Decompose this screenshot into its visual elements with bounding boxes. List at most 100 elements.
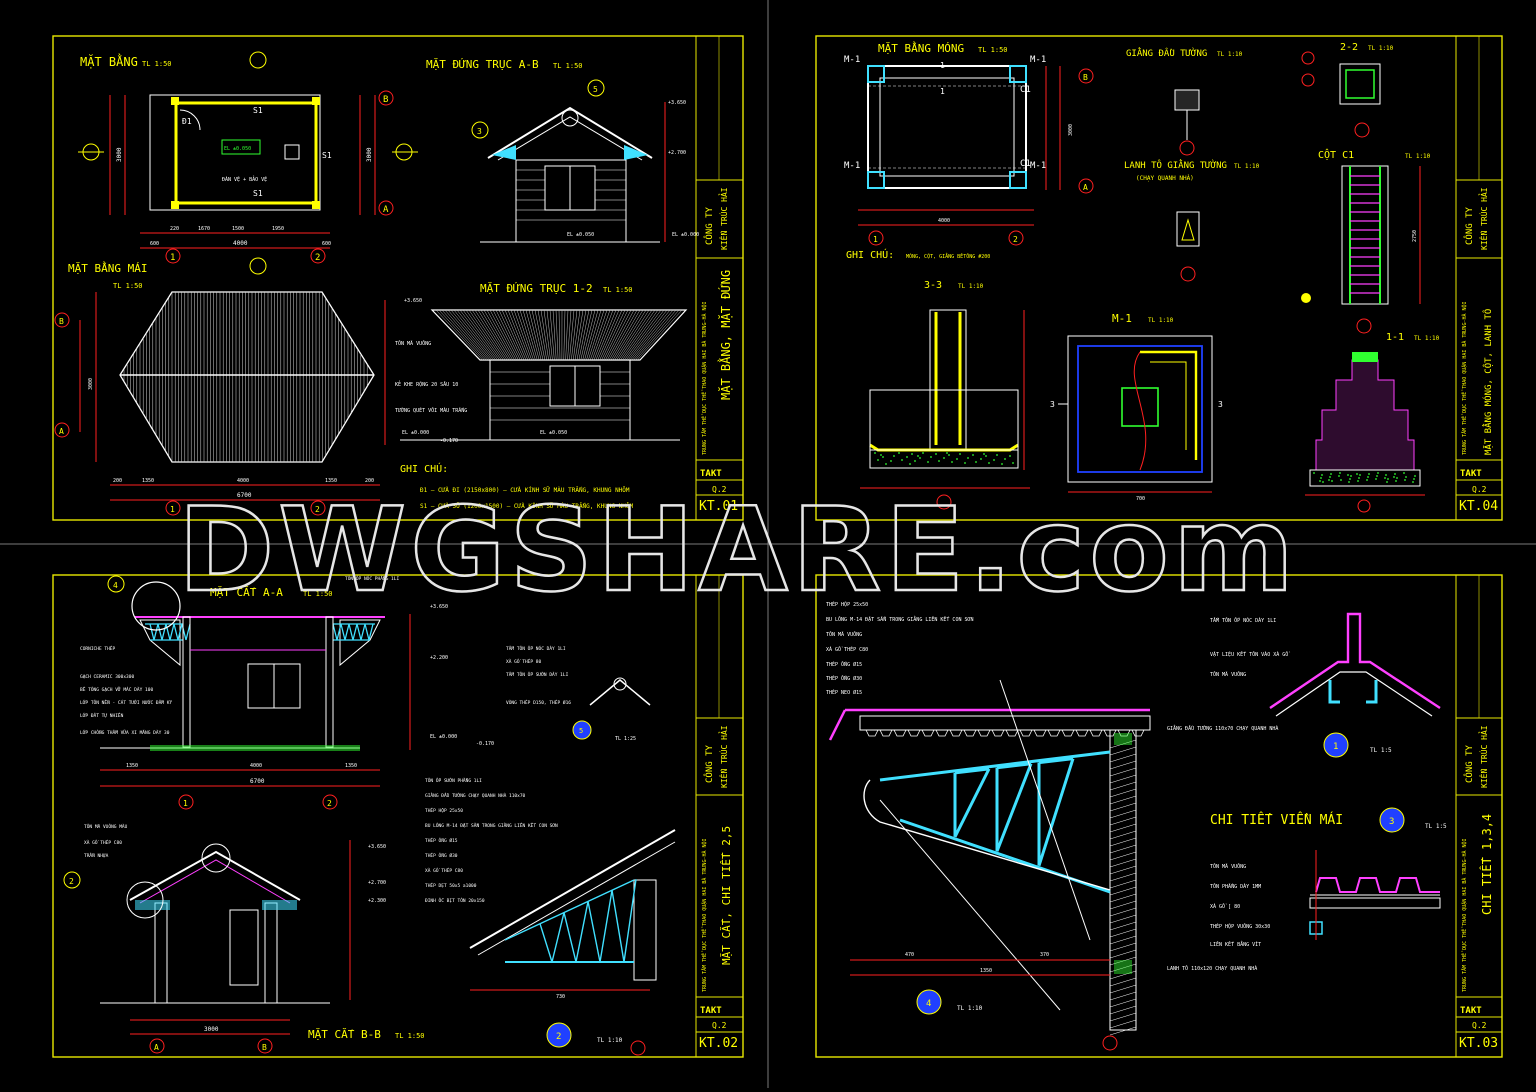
label: TÔN MÃ VUÔNG [1210, 671, 1246, 678]
svg-text:1500: 1500 [232, 226, 244, 232]
gravel-dot [1387, 478, 1389, 480]
title-drawing: MẶT BẰNG, MẶT ĐỨNG [717, 270, 733, 400]
title-project: TRUNG TÂM THỂ DỤC THỂ THAO QUẬN HAI BÀ T… [700, 301, 708, 455]
title-company: CÔNG TY [1463, 744, 1475, 783]
svg-text:2: 2 [315, 253, 320, 263]
gravel-dot [1340, 479, 1342, 481]
plan-room-name: ĐÀN VỆ + BẢO VỆ [222, 175, 267, 183]
svg-text:EL ±0.000: EL ±0.000 [672, 232, 699, 238]
label-m1: M-1 [1030, 161, 1046, 171]
gravel-dot [1009, 455, 1011, 457]
gravel-dot [1358, 477, 1360, 479]
sheet-number: KT.02 [699, 1036, 738, 1051]
view-title-bb: MẶT CẮT B-B [308, 1028, 381, 1041]
svg-text:-0.170: -0.170 [440, 438, 458, 444]
view-scale: TL 1:50 [553, 62, 583, 70]
svg-text:4: 4 [926, 999, 931, 1009]
label: TẤM TÔN ỐP NÓC DÀY 1LI [1210, 617, 1276, 624]
view-title-33: 3-3 [924, 280, 942, 291]
gravel-dot [1414, 475, 1416, 477]
lintel-sub: (CHẠY QUANH NHÀ) [1136, 175, 1194, 182]
gravel-dot [935, 453, 937, 455]
view-title-cot: CỘT C1 [1318, 148, 1354, 161]
label-m1: M-1 [844, 55, 860, 65]
view-title-mat-bang: MẶT BẰNG [80, 53, 138, 69]
gravel-dot [1413, 478, 1415, 480]
svg-text:2: 2 [69, 877, 74, 886]
view-title-roof: MẶT BẰNG MÁI [68, 261, 147, 275]
svg-text:1350: 1350 [980, 968, 992, 974]
gravel-dot [1321, 474, 1323, 476]
gravel-dot [1384, 477, 1386, 479]
gravel-dot [1412, 481, 1414, 483]
title-company: CÔNG TY [703, 206, 715, 245]
view-scale: TL 1:10 [1368, 45, 1394, 52]
svg-text:+3.650: +3.650 [668, 100, 686, 106]
gravel-dot [1328, 479, 1330, 481]
gravel-dot [1376, 475, 1378, 477]
svg-text:1350: 1350 [345, 763, 357, 769]
watermark: DWGSHARE.com [178, 483, 1298, 618]
gravel-dot [1366, 479, 1368, 481]
gravel-dot [956, 458, 958, 460]
view-scale: TL 1:10 [1148, 317, 1174, 324]
gravel-dot [922, 452, 924, 454]
view-scale: TL 1:10 [1405, 153, 1431, 160]
gravel-dot [980, 458, 982, 460]
label-c1: C1 [1020, 85, 1031, 95]
svg-text:220: 220 [170, 226, 179, 232]
gravel-dot [959, 453, 961, 455]
svg-text:EL ±0.000: EL ±0.000 [430, 734, 457, 740]
label-c1: C1 [1020, 159, 1031, 169]
gravel-dot [877, 459, 879, 461]
svg-text:5: 5 [593, 85, 598, 94]
plan-window-right: S1 [322, 151, 332, 160]
view-title-ab: MẶT ĐỨNG TRỤC A-B [426, 58, 539, 71]
label-ceramic: GẠCH CERAMIC 300x300 [80, 674, 134, 680]
label-1: 1 [940, 87, 945, 96]
plan-door-label: Đ1 [182, 117, 192, 126]
gravel-dot [983, 453, 985, 455]
view-title-vien-mai: CHI TIẾT VIỀN MÁI [1210, 812, 1343, 828]
elev-label-khe: KẺ KHE RỘNG 20 SÂU 10 [395, 380, 458, 388]
gravel-dot [964, 462, 966, 464]
label: TẤM TÔN ỐP SƯỜN DÀY 1LI [506, 671, 569, 678]
view-scale: TL 1:50 [395, 1032, 425, 1040]
svg-text:1: 1 [1333, 742, 1338, 752]
view-title-lanh-to: LANH TÔ GIẰNG TƯỜNG [1124, 159, 1227, 171]
plan-window-bottom: S1 [253, 189, 263, 198]
gravel-dot [1375, 478, 1377, 480]
svg-text:5: 5 [579, 727, 583, 735]
svg-text:1: 1 [873, 235, 878, 244]
gravel-dot [1339, 472, 1341, 474]
title-logo: TAKT [1460, 469, 1482, 479]
gravel-dot [988, 462, 990, 464]
gravel-dot [880, 454, 882, 456]
gravel-dot [909, 463, 911, 465]
gravel-dot [1319, 480, 1321, 482]
gravel-dot [1329, 476, 1331, 478]
label: XÀ GỒ [ 80 [1210, 903, 1240, 910]
note-text: MÓNG, CỘT, GIẰNG BÊTÔNG #200 [906, 252, 990, 260]
svg-text:3000: 3000 [116, 147, 123, 162]
svg-text:3: 3 [477, 127, 482, 136]
svg-text:1: 1 [183, 799, 188, 808]
gravel-dot [1330, 473, 1332, 475]
gravel-dot [1403, 472, 1405, 474]
svg-text:2: 2 [327, 799, 332, 808]
gravel-dot [975, 461, 977, 463]
gravel-dot [885, 463, 887, 465]
detail-scale: TL 1:10 [957, 1005, 983, 1012]
label: ĐINH ỐC BỊT TÔN 20x150 [425, 897, 485, 904]
gravel-dot [1347, 474, 1349, 476]
svg-text:730: 730 [556, 994, 565, 1000]
gravel-dot [996, 454, 998, 456]
svg-text:EL ±0.050: EL ±0.050 [567, 232, 594, 238]
title-project: TRUNG TÂM THỂ DỤC THỂ THAO QUẬN HAI BÀ T… [700, 838, 708, 992]
gravel-dot [930, 456, 932, 458]
gravel-dot [1385, 474, 1387, 476]
svg-text:B: B [262, 1043, 267, 1052]
gravel-dot [1320, 477, 1322, 479]
svg-text:-0.170: -0.170 [476, 741, 494, 747]
